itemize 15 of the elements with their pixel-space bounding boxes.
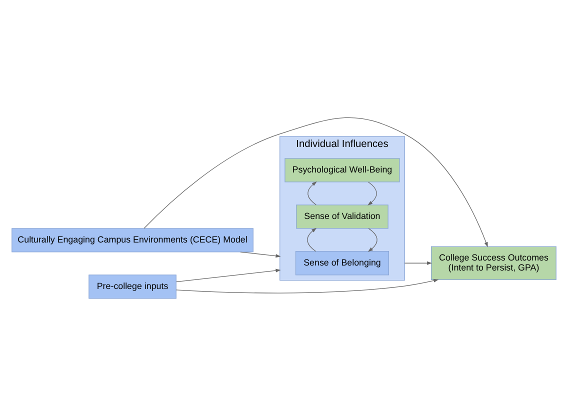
arrow — [240, 252, 281, 258]
arrow — [308, 181, 317, 206]
node-box: Sense of Belonging — [295, 251, 390, 276]
arrow — [307, 228, 317, 252]
arrow — [176, 268, 281, 282]
arrow — [368, 182, 377, 206]
node-box: Culturally Engaging Campus Environments (CECE) Model — [12, 228, 254, 252]
arrow — [144, 117, 488, 248]
arrow — [176, 278, 439, 294]
node-box: Psychological Well-Being — [284, 158, 400, 182]
arrow — [404, 261, 432, 265]
node-box: Sense of Validation — [296, 204, 388, 229]
node-box: College Success Outcomes (Intent to Persist, GPA) — [431, 246, 556, 280]
node-box: Pre-college inputs — [88, 274, 176, 299]
arrow — [368, 228, 378, 252]
